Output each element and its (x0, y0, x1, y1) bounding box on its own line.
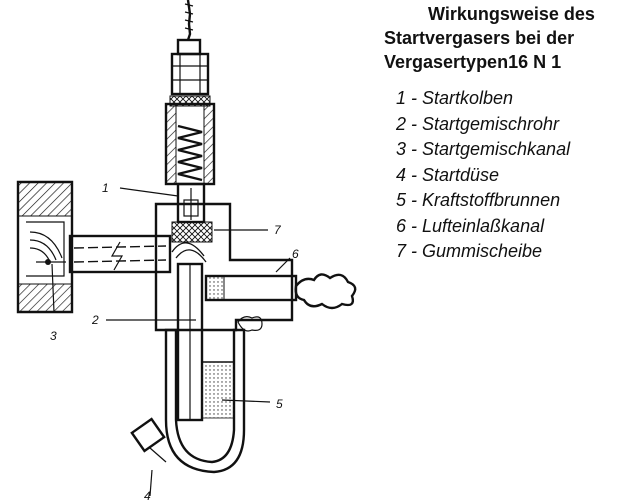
callout-2: 2 (91, 313, 99, 327)
leader-1 (119, 187, 179, 197)
legend-item-mixture-tube: 2 - Startgemischrohr (396, 113, 560, 134)
intake-manifold (16, 180, 74, 314)
legend-item-starter-piston: 1 - Startkolben (396, 88, 514, 108)
return-spring (177, 124, 203, 182)
diagram-title: Wirkungsweise des Startvergasers bei der… (384, 2, 636, 74)
fuel-well-housing (164, 328, 246, 474)
mixture-channel-pipe (68, 234, 172, 274)
legend-item-mixture-channel: 3 - Startgemischkanal (396, 139, 571, 159)
legend-item-air-inlet: 6 - Lufteinlaßkanal (396, 215, 545, 236)
knurled-nut (170, 52, 210, 96)
title-line-2: Startvergasers bei der (384, 28, 575, 48)
air-inlet-cloud (294, 273, 357, 310)
parts-legend: 1 - Startkolben 2 - Startgemischrohr 3 -… (396, 86, 570, 265)
callout-6: 6 (292, 247, 299, 261)
cable (186, 0, 192, 41)
starter-jet (130, 417, 167, 463)
legend-item-starter-jet: 4 - Startdüse (396, 164, 500, 185)
title-line-3: Vergasertypen16 N 1 (384, 52, 562, 72)
callout-4: 4 (144, 489, 151, 502)
legend-item-fuel-well: 5 - Kraftstoffbrunnen (396, 190, 561, 210)
legend-item-rubber-washer: 7 - Gummischeibe (396, 241, 543, 261)
leader-5 (221, 399, 271, 403)
leader-4 (149, 469, 153, 497)
cable-connector (176, 38, 202, 56)
callout-5: 5 (276, 397, 283, 411)
callout-3: 3 (50, 329, 57, 343)
leader-3 (51, 263, 55, 313)
title-line-1: Wirkungsweise des (428, 4, 595, 24)
fuel-level (201, 361, 235, 419)
callout-7: 7 (274, 223, 282, 237)
main-body (154, 202, 294, 332)
callout-1: 1 (102, 181, 109, 195)
mixture-cloud (237, 316, 263, 332)
leader-6 (275, 257, 291, 273)
